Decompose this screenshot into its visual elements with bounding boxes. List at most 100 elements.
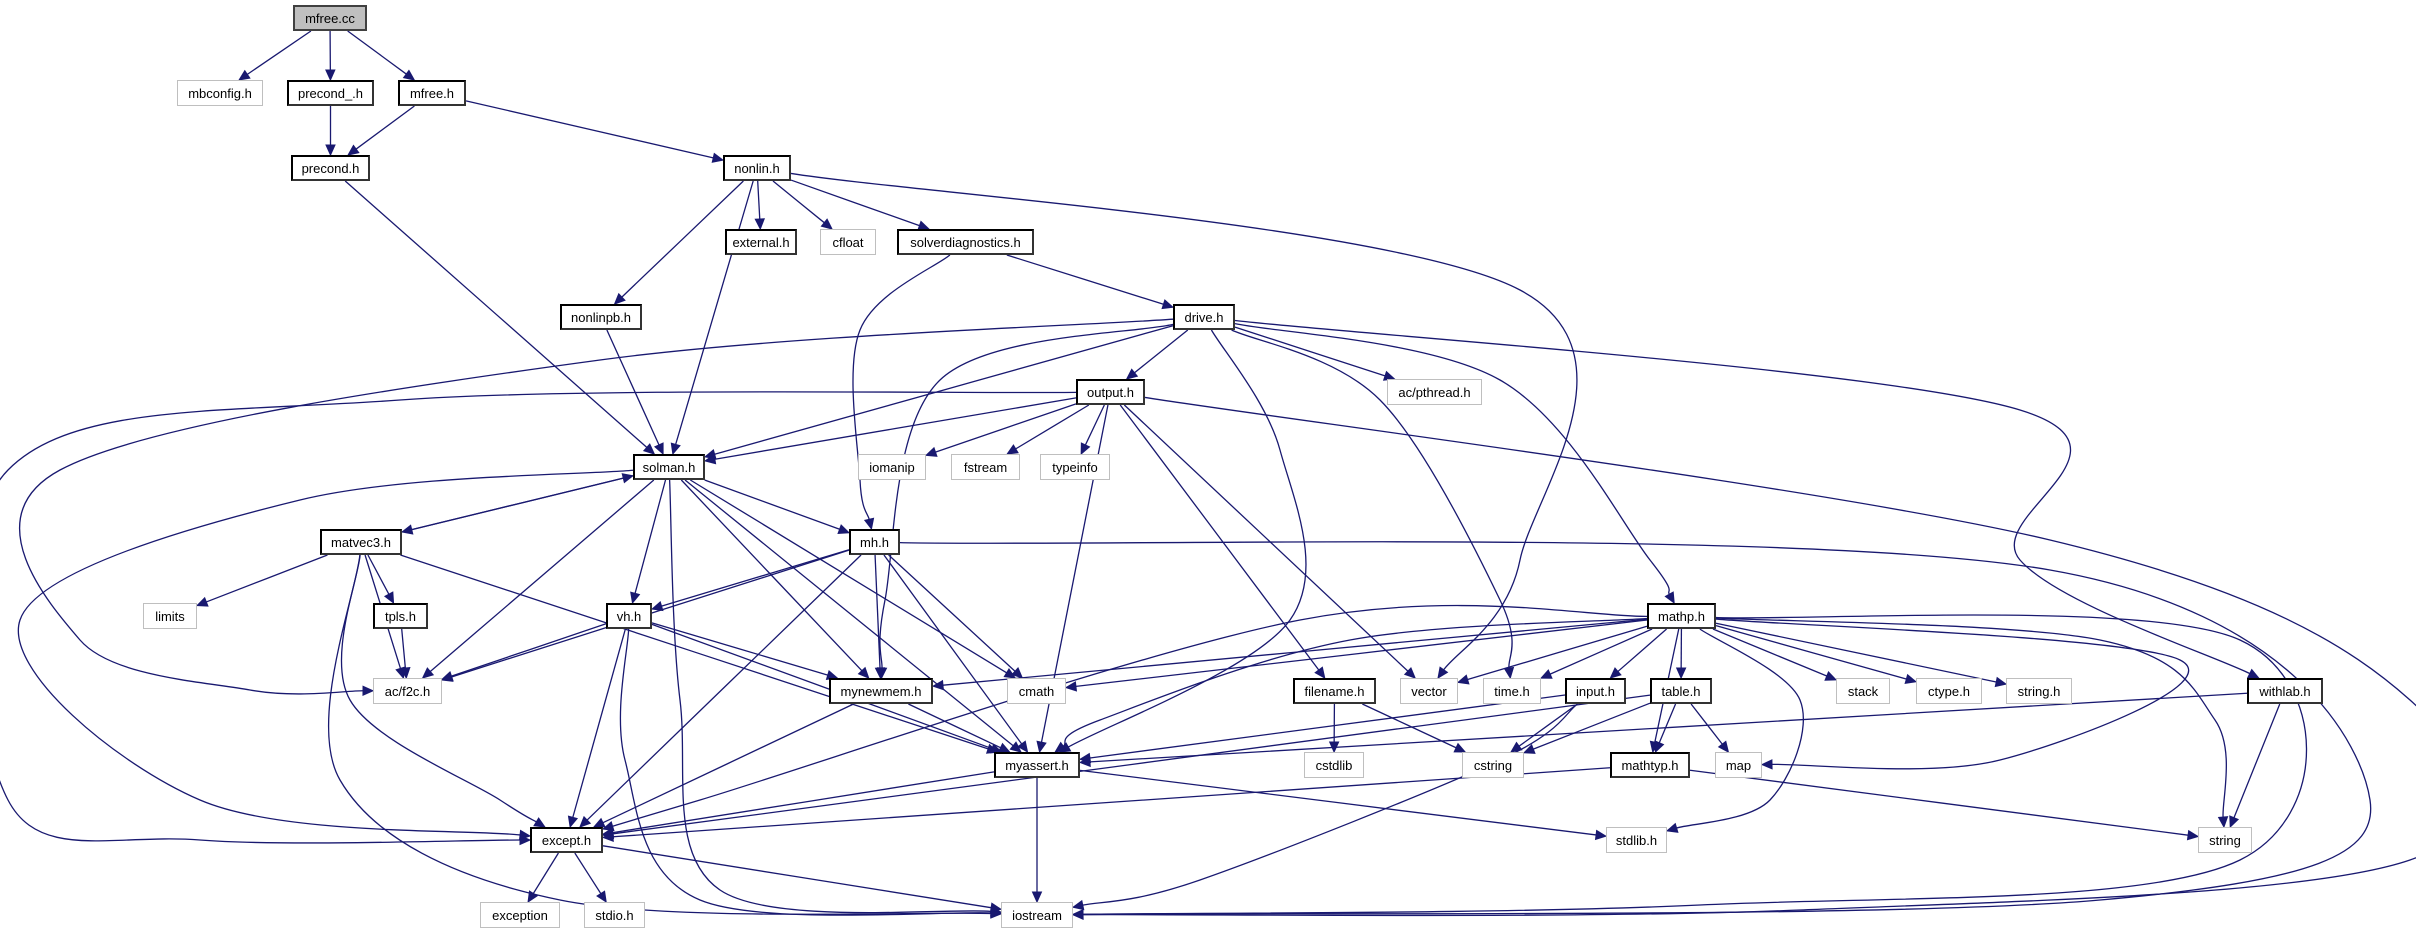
edge-vh_h-to-myassert_h <box>651 623 993 750</box>
arrowhead-mfree_h <box>402 69 416 81</box>
node-exception: exception <box>480 902 560 928</box>
edge-mathtyp_h-to-except_h <box>612 767 1611 838</box>
node-limits: limits <box>143 603 197 629</box>
edge-mynewmem_h-to-except_h <box>602 703 854 824</box>
edge-solverdiagnostics_h-to-drive_h <box>1006 254 1164 305</box>
node-label: fstream <box>963 459 1008 475</box>
arrowhead-ac_f2c_h <box>421 667 435 679</box>
node-label: except.h <box>541 832 592 848</box>
node-filename-h[interactable]: filename.h <box>1293 678 1376 704</box>
node-map: map <box>1715 752 1762 778</box>
node-tpls-h[interactable]: tpls.h <box>373 603 428 629</box>
node-mh-h[interactable]: mh.h <box>849 529 900 555</box>
arrowhead-tpls_h <box>383 591 395 605</box>
arrowhead-stack <box>1824 670 1838 681</box>
node-label: withlab.h <box>2259 683 2311 699</box>
node-output-h[interactable]: output.h <box>1076 379 1145 405</box>
arrowhead-ctype_h <box>1904 673 1918 684</box>
arrowhead-cstring <box>1453 742 1467 753</box>
arrowhead-ac_f2c_h <box>400 667 411 680</box>
edge-mh_h-to-except_h <box>586 554 862 821</box>
node-matvec3-h[interactable]: matvec3.h <box>320 529 402 555</box>
edge-matvec3_h-to-solman_h <box>401 477 624 533</box>
edge-solman_h-to-except_h <box>17 469 634 836</box>
arrowhead-iomanip <box>924 446 938 457</box>
node-precond--h[interactable]: precond_.h <box>287 80 374 106</box>
edge-mh_h-to-vh_h <box>661 549 850 607</box>
arrowhead-drive_h <box>1161 299 1175 310</box>
edge-drive_h-to-mynewmem_h <box>879 323 1174 669</box>
arrowhead-string <box>2229 815 2240 829</box>
node-stdio-h: stdio.h <box>584 902 645 928</box>
node-external-h[interactable]: external.h <box>725 229 797 255</box>
edge-tpls_h-to-ac_f2c_h <box>401 628 407 669</box>
edge-input_h-to-myassert_h <box>1089 694 1566 759</box>
arrowhead-cmath <box>1003 668 1017 679</box>
arrowhead-mh_h <box>863 517 875 531</box>
edge-mathp_h-to-cmath <box>1075 619 1648 688</box>
arrowhead-nonlinpb_h <box>613 292 626 305</box>
node-mynewmem-h[interactable]: mynewmem.h <box>829 678 933 704</box>
node-label: string.h <box>2017 683 2061 699</box>
node-mfree-cc[interactable]: mfree.cc <box>293 5 367 31</box>
node-label: input.h <box>1575 683 1616 699</box>
edge-mfree_cc-to-mbconfig_h <box>246 30 312 75</box>
node-label: time.h <box>1494 683 1530 699</box>
node-mathp-h[interactable]: mathp.h <box>1647 603 1716 629</box>
arrowhead-map <box>1717 740 1730 753</box>
arrowhead-filename_h <box>1314 666 1326 679</box>
edge-table_h-to-cstring <box>1533 702 1651 750</box>
arrowhead-string <box>2217 816 2229 829</box>
node-ac-pthread-h: ac/pthread.h <box>1387 379 1482 405</box>
node-label: output.h <box>1087 384 1134 400</box>
edge-solverdiagnostics_h-to-mh_h <box>852 254 951 520</box>
node-nonlin-h[interactable]: nonlin.h <box>723 155 791 181</box>
node-solman-h[interactable]: solman.h <box>633 454 705 480</box>
edge-nonlin_h-to-vector <box>790 172 1578 671</box>
node-label: tpls.h <box>384 608 417 624</box>
node-myassert-h[interactable]: myassert.h <box>994 752 1080 778</box>
arrowhead-except_h <box>567 815 579 829</box>
node-mbconfig-h: mbconfig.h <box>177 80 263 106</box>
arrowhead-except_h <box>592 817 606 828</box>
edge-drive_h-to-myassert_h <box>1068 329 1307 748</box>
node-vh-h[interactable]: vh.h <box>606 603 652 629</box>
edge-matvec3_h-to-tpls_h <box>367 554 390 595</box>
edge-mynewmem_h-to-myassert_h <box>908 703 1001 749</box>
node-solverdiagnostics-h[interactable]: solverdiagnostics.h <box>897 229 1034 255</box>
node-nonlinpb-h[interactable]: nonlinpb.h <box>560 304 642 330</box>
edge-mathp_h-to-ctype_h <box>1715 625 1907 680</box>
node-label: limits <box>155 608 185 624</box>
edge-nonlin_h-to-cfloat <box>772 180 825 224</box>
edge-nonlin_h-to-solman_h <box>675 180 754 445</box>
node-withlab-h[interactable]: withlab.h <box>2247 678 2323 704</box>
node-label: mfree.cc <box>305 10 355 26</box>
node-precond-h[interactable]: precond.h <box>291 155 370 181</box>
node-label: table.h <box>1661 683 1701 699</box>
edge-mfree_h-to-precond_h <box>355 105 415 150</box>
arrowhead-mbconfig_h <box>238 69 251 81</box>
node-typeinfo: typeinfo <box>1040 454 1110 480</box>
arrowhead-stdio_h <box>596 890 607 904</box>
arrowhead-iostream <box>989 902 1003 913</box>
edge-except_h-to-stdio_h <box>574 852 602 894</box>
node-cfloat: cfloat <box>820 229 876 255</box>
node-input-h[interactable]: input.h <box>1565 678 1626 704</box>
node-drive-h[interactable]: drive.h <box>1173 304 1235 330</box>
arrowhead-except_h <box>579 815 592 828</box>
node-except-h[interactable]: except.h <box>530 827 603 853</box>
arrowhead-precond_h <box>347 144 360 156</box>
node-mfree-h[interactable]: mfree.h <box>398 80 466 106</box>
node-table-h[interactable]: table.h <box>1650 678 1712 704</box>
edge-mh_h-to-myassert_h <box>883 554 1023 745</box>
edge-mathp_h-to-iostream <box>1082 614 2308 915</box>
edge-matvec3_h-to-myassert_h <box>400 554 989 750</box>
node-mathtyp-h[interactable]: mathtyp.h <box>1610 752 1690 778</box>
node-label: map <box>1725 757 1752 773</box>
edge-except_h-to-iostream <box>602 845 992 909</box>
arrowhead-vh_h <box>630 591 641 605</box>
arrowhead-external_h <box>754 218 765 231</box>
edge-vh_h-to-except_h <box>572 628 626 818</box>
node-label: solman.h <box>642 459 696 475</box>
edge-solman_h-to-myassert_h <box>684 479 1014 747</box>
